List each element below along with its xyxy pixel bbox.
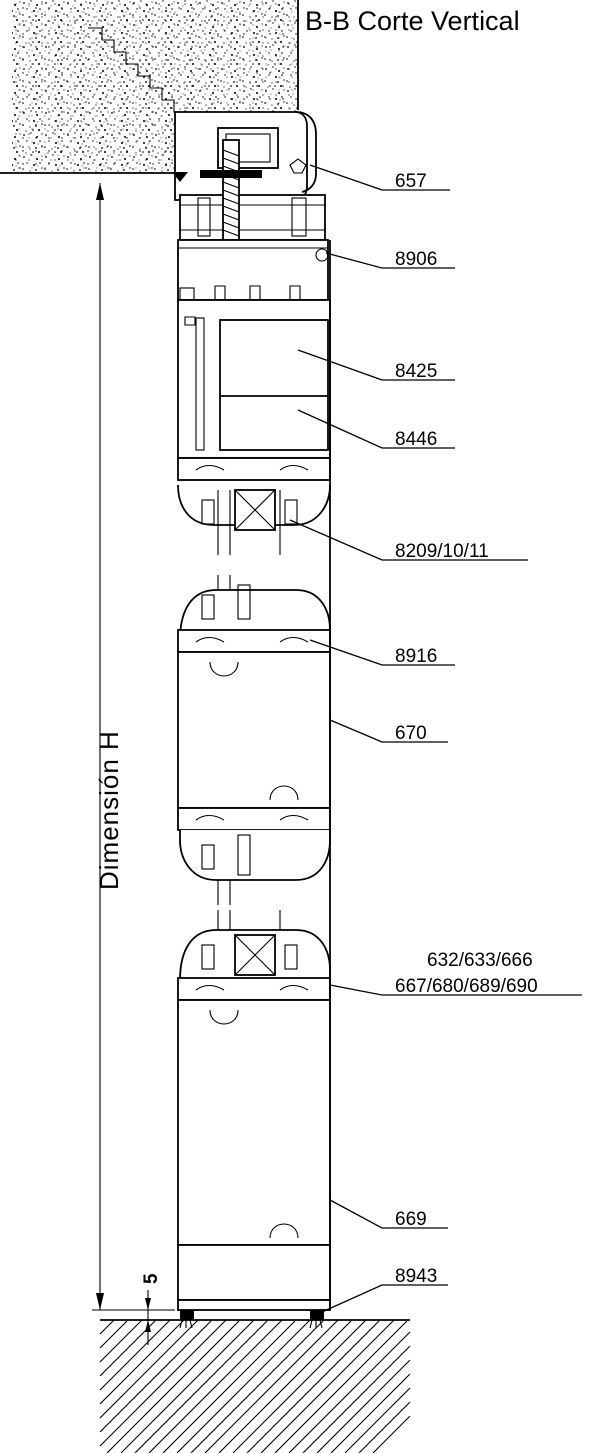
hatch-line — [99, 1319, 171, 1391]
dimension-h-label: Dimensión H — [94, 730, 124, 890]
hatch-line — [358, 1401, 411, 1453]
hatch-line — [246, 1319, 381, 1453]
hatch-line — [99, 1319, 227, 1447]
floor-hatch — [99, 1319, 411, 1453]
hatch-line — [99, 1319, 115, 1335]
hatch-line — [99, 1319, 199, 1419]
hatch-line — [330, 1373, 411, 1453]
callout-670: 670 — [395, 723, 427, 744]
transom-filler-profile — [177, 299, 331, 459]
callout-8209: 8209/10/11 — [395, 541, 489, 562]
drawing-title: B-B Corte Vertical — [305, 6, 520, 36]
sash-rail-middle — [177, 575, 331, 653]
callout-8425: 8425 — [395, 361, 437, 382]
hatch-line — [99, 1319, 129, 1349]
hatch-line — [106, 1319, 241, 1453]
hatch-line — [190, 1319, 325, 1453]
hatch-line — [218, 1319, 353, 1453]
hatch-line — [204, 1319, 339, 1453]
callout-8943: 8943 — [395, 1266, 437, 1287]
hatch-line — [148, 1319, 283, 1453]
callout-8446: 8446 — [395, 429, 437, 450]
hatch-line — [288, 1331, 411, 1453]
top-frame-profile — [172, 111, 326, 241]
hatch-line — [99, 1319, 213, 1433]
hatch-line — [302, 1345, 411, 1453]
hatch-line — [274, 1319, 409, 1453]
hatch-line — [176, 1319, 311, 1453]
callout-669: 669 — [395, 1209, 427, 1230]
hatch-line — [134, 1319, 269, 1453]
callout-8906: 8906 — [395, 249, 437, 270]
gap-5-label: 5 — [141, 1273, 162, 1284]
sash-rail-lower — [177, 807, 331, 905]
dimension-h-line — [92, 172, 175, 1311]
callout-667: 667/680/689/690 — [395, 976, 538, 997]
sash-rail-upper — [177, 457, 331, 555]
hatch-line — [232, 1319, 367, 1453]
hatch-line — [316, 1359, 411, 1453]
callout-632: 632/633/666 — [427, 950, 533, 971]
rail-profile-670 — [177, 651, 331, 809]
hatch-line — [344, 1387, 411, 1453]
hatch-line — [99, 1319, 185, 1405]
concrete-lintel — [0, 0, 299, 174]
callout-8916: 8916 — [395, 646, 437, 667]
hatch-line — [260, 1319, 395, 1453]
hatch-line — [99, 1319, 143, 1363]
head-rail-profile — [177, 239, 329, 307]
gap-dimension — [138, 1290, 175, 1345]
callout-657: 657 — [395, 171, 427, 192]
sash-rail-bottom — [177, 910, 331, 1001]
bottom-rail-profile-669 — [177, 999, 331, 1311]
hatch-line — [372, 1415, 411, 1453]
brush-seals — [179, 1310, 324, 1329]
hatch-line — [120, 1319, 255, 1453]
leader-lines — [289, 164, 582, 1313]
hatch-line — [162, 1319, 297, 1453]
